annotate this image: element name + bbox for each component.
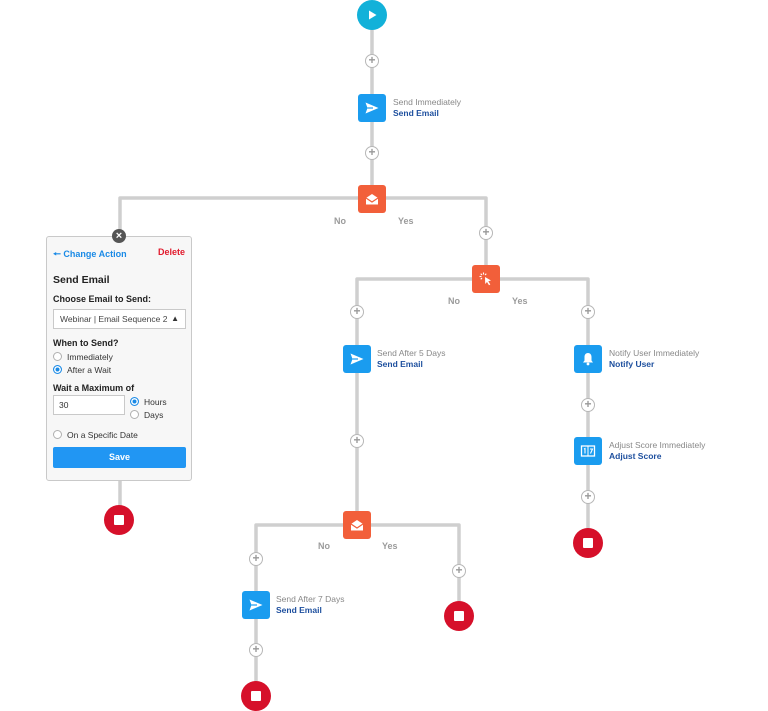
paper-plane-icon — [249, 599, 263, 611]
radio-specific-date[interactable]: On a Specific Date — [53, 428, 185, 441]
node-action-link[interactable]: Adjust Score — [609, 451, 662, 461]
branch-yes-label: Yes — [382, 541, 398, 551]
score-icon — [580, 445, 596, 457]
stop-icon — [583, 538, 593, 548]
close-icon[interactable]: × — [112, 229, 126, 243]
choose-email-label: Choose Email to Send: — [53, 294, 152, 304]
start-node[interactable] — [357, 0, 387, 30]
node-timing: Send After 7 Days — [276, 594, 345, 604]
branch-yes-label: Yes — [512, 296, 528, 306]
radio-immediately[interactable]: Immediately — [53, 350, 185, 363]
cursor-click-icon — [479, 272, 491, 286]
paper-plane-icon — [350, 353, 364, 365]
radio-label: Hours — [144, 396, 167, 407]
branch-no-label: No — [334, 216, 346, 226]
notify-user-label: Notify User Immediately Notify User — [609, 348, 699, 370]
adjust-score-label: Adjust Score Immediately Adjust Score — [609, 440, 705, 462]
radio-button[interactable] — [53, 430, 62, 439]
add-step-button[interactable]: + — [452, 564, 466, 578]
radio-button[interactable] — [130, 397, 139, 406]
email-select[interactable]: Webinar | Email Sequence 2 ▲ — [53, 309, 186, 329]
node-action-link[interactable]: Notify User — [609, 359, 655, 369]
radio-label: Days — [144, 409, 164, 420]
send-email-label: Send After 5 Days Send Email — [377, 348, 446, 370]
open-envelope-icon — [350, 520, 364, 531]
notify-user-node[interactable] — [574, 345, 602, 373]
branch-yes-label: Yes — [398, 216, 414, 226]
add-step-button[interactable]: + — [249, 552, 263, 566]
paper-plane-icon — [365, 102, 379, 114]
wait-unit-group: Hours Days — [130, 395, 167, 421]
stop-node[interactable] — [241, 681, 271, 711]
send-email-node[interactable] — [242, 591, 270, 619]
radio-button[interactable] — [53, 352, 62, 361]
save-button[interactable]: Save — [53, 447, 186, 468]
add-step-button[interactable]: + — [581, 490, 595, 504]
radio-label: After a Wait — [67, 364, 112, 375]
change-action-link[interactable]: 🠔 Change Action — [53, 247, 127, 263]
send-email-node[interactable] — [343, 345, 371, 373]
email-opened-condition-node[interactable] — [343, 511, 371, 539]
email-opened-condition-node[interactable] — [358, 185, 386, 213]
change-action-label: Change Action — [63, 249, 127, 259]
node-timing: Send Immediately — [393, 97, 462, 107]
stop-node[interactable] — [104, 505, 134, 535]
when-to-send-label: When to Send? — [53, 338, 119, 348]
stop-icon — [114, 515, 124, 525]
radio-days[interactable]: Days — [130, 408, 167, 421]
wait-maximum-label: Wait a Maximum of — [53, 383, 135, 393]
radio-label: On a Specific Date — [67, 429, 138, 440]
open-envelope-icon — [365, 194, 379, 205]
send-email-node[interactable] — [358, 94, 386, 122]
add-step-button[interactable]: + — [581, 398, 595, 412]
add-step-button[interactable]: + — [249, 643, 263, 657]
play-icon — [369, 10, 377, 20]
wait-row: 30 Hours Days — [53, 395, 185, 421]
stop-node[interactable] — [444, 601, 474, 631]
stop-icon — [454, 611, 464, 621]
add-step-button[interactable]: + — [365, 146, 379, 160]
adjust-score-node[interactable] — [574, 437, 602, 465]
send-email-editor-panel: 🠔 Change Action Delete Send Email Choose… — [46, 236, 192, 481]
radio-button[interactable] — [53, 365, 62, 374]
select-arrows-icon: ▲ — [171, 314, 179, 323]
add-step-button[interactable]: + — [350, 434, 364, 448]
node-timing: Notify User Immediately — [609, 348, 700, 358]
stop-icon — [251, 691, 261, 701]
node-action-link[interactable]: Send Email — [377, 359, 423, 369]
radio-button[interactable] — [130, 410, 139, 419]
bell-icon — [583, 353, 593, 366]
node-timing: Send After 5 Days — [377, 348, 446, 358]
add-step-button[interactable]: + — [581, 305, 595, 319]
node-action-link[interactable]: Send Email — [276, 605, 322, 615]
wait-value-input[interactable]: 30 — [53, 395, 125, 415]
radio-hours[interactable]: Hours — [130, 395, 167, 408]
radio-label: Immediately — [67, 351, 113, 362]
send-email-label: Send Immediately Send Email — [393, 97, 461, 119]
email-select-value: Webinar | Email Sequence 2 — [60, 314, 168, 324]
add-step-button[interactable]: + — [350, 305, 364, 319]
radio-after-wait[interactable]: After a Wait — [53, 363, 185, 376]
send-email-label: Send After 7 Days Send Email — [276, 594, 345, 616]
branch-no-label: No — [448, 296, 460, 306]
stop-node[interactable] — [573, 528, 603, 558]
arrow-left-icon: 🠔 — [53, 249, 61, 259]
add-step-button[interactable]: + — [479, 226, 493, 240]
panel-title: Send Email — [53, 274, 110, 286]
node-timing: Adjust Score Immediately — [609, 440, 706, 450]
branch-no-label: No — [318, 541, 330, 551]
add-step-button[interactable]: + — [365, 54, 379, 68]
panel-header: 🠔 Change Action Delete — [53, 247, 185, 263]
link-clicked-condition-node[interactable] — [472, 265, 500, 293]
node-action-link[interactable]: Send Email — [393, 108, 439, 118]
delete-link[interactable]: Delete — [157, 247, 185, 257]
